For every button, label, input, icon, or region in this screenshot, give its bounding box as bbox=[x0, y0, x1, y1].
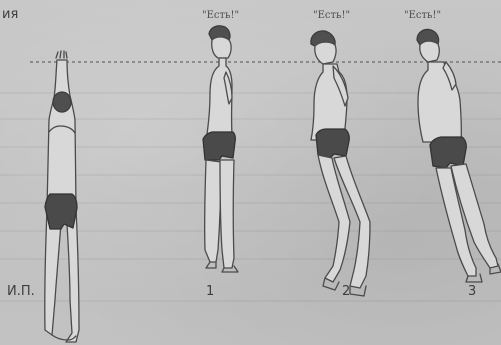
label-figure-1: 1 bbox=[206, 285, 214, 298]
label-figure-2: 2 bbox=[342, 285, 350, 298]
label-initial-position: И.П. bbox=[7, 285, 35, 298]
figure-1-pull-up bbox=[203, 26, 238, 272]
figure-3-pull-up bbox=[417, 29, 501, 282]
label-figure-3: 3 bbox=[468, 285, 476, 298]
figure-initial-position bbox=[45, 51, 79, 342]
figure-2-pull-up bbox=[311, 31, 370, 296]
